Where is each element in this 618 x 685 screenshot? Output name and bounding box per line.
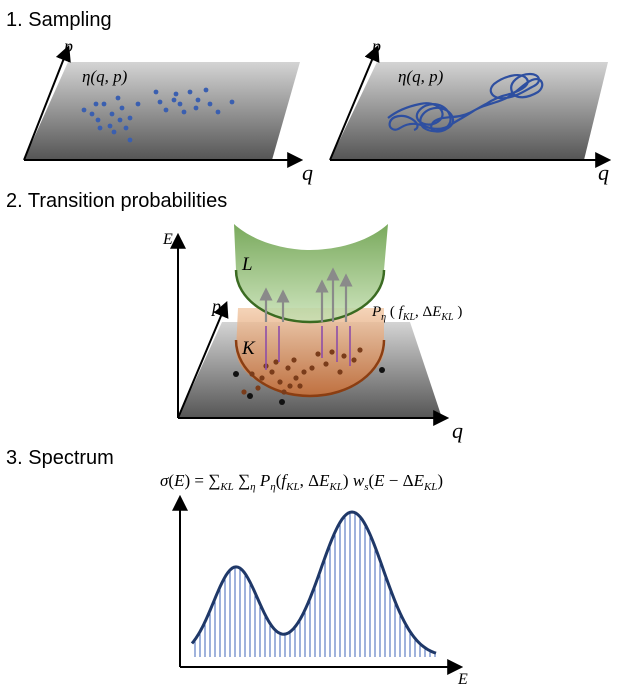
sample-point xyxy=(101,101,107,107)
spectrum-stick-lines xyxy=(194,512,436,657)
sample-point xyxy=(111,129,117,135)
sample-point xyxy=(177,101,183,107)
sample-point xyxy=(233,371,239,377)
sample-point xyxy=(153,89,159,95)
sample-point xyxy=(249,371,255,377)
p-axis xyxy=(329,45,380,161)
sample-point xyxy=(195,97,201,103)
sample-point xyxy=(301,369,307,375)
sample-point xyxy=(379,367,385,373)
transition-lines xyxy=(265,326,351,370)
sample-point xyxy=(241,389,247,395)
sample-point xyxy=(193,105,199,111)
md-trajectory xyxy=(387,72,544,133)
q-axis-label: q xyxy=(302,160,313,185)
transition-diagram: K E p q L Pη ( fK xyxy=(162,224,463,443)
upper-surface-rim xyxy=(234,269,386,324)
sample-point xyxy=(97,125,103,131)
sample-point xyxy=(93,101,99,107)
sample-point xyxy=(285,365,291,371)
sample-point xyxy=(173,91,179,97)
p-axis-label: p xyxy=(62,36,73,56)
spectrum-envelope xyxy=(190,510,437,655)
sample-point xyxy=(357,347,363,353)
section-title-sampling: 1. Sampling xyxy=(6,9,112,31)
p-axis xyxy=(23,45,71,161)
sample-point xyxy=(315,351,321,357)
sample-point xyxy=(115,95,121,101)
sample-point xyxy=(127,115,133,121)
spectrum-plot: E xyxy=(172,494,468,685)
sample-point xyxy=(119,105,125,111)
spectrum-formula: σ(E) = ∑KL ∑η Pη(fKL, ΔEKL) ws(E − ΔEKL) xyxy=(160,471,443,493)
transition-arrows xyxy=(259,267,353,322)
e-axis-label: E xyxy=(162,231,173,248)
distribution-label: η(q, p) xyxy=(82,67,128,86)
sample-point xyxy=(351,357,357,363)
q-axis-label: q xyxy=(452,418,463,443)
sample-point xyxy=(117,117,123,123)
sample-point xyxy=(255,385,261,391)
p-axis-label: p xyxy=(370,36,381,56)
sample-point xyxy=(157,99,163,105)
section-title-spectrum: 3. Spectrum xyxy=(6,447,114,469)
sample-point xyxy=(277,379,283,385)
sample-point xyxy=(287,383,293,389)
sample-point xyxy=(273,359,279,365)
sample-point xyxy=(171,97,177,103)
sample-point xyxy=(215,109,221,115)
lower-surface-rim xyxy=(234,339,386,398)
sample-point xyxy=(109,111,115,117)
sample-point xyxy=(309,365,315,371)
sample-point xyxy=(81,107,87,113)
sampled-points xyxy=(233,347,385,405)
sample-point xyxy=(207,101,213,107)
sample-point xyxy=(187,89,193,95)
sample-point xyxy=(107,123,113,129)
sample-point xyxy=(329,349,335,355)
sample-point xyxy=(291,357,297,363)
transition-probability-label: Pη ( fKL, ΔEKL ) xyxy=(371,304,462,323)
sampled-points xyxy=(81,87,235,143)
sample-point xyxy=(337,369,343,375)
upper-state-label: L xyxy=(241,254,253,275)
sample-point xyxy=(203,87,209,93)
sampling-right-panel: p q η(q, p) xyxy=(329,36,612,185)
sample-point xyxy=(247,393,253,399)
p-axis xyxy=(177,301,229,419)
phase-space-plane xyxy=(330,62,608,160)
sample-point xyxy=(323,361,329,367)
sample-point xyxy=(123,125,129,131)
p-axis-label: p xyxy=(210,296,221,316)
sample-point xyxy=(259,375,265,381)
sample-point xyxy=(269,369,275,375)
section-title-transition: 2. Transition probabilities xyxy=(6,190,227,212)
sample-point xyxy=(297,383,303,389)
lower-state-label: K xyxy=(241,338,256,359)
sampling-left-panel: p q η(q, p) xyxy=(23,36,313,185)
q-axis-label: q xyxy=(598,160,609,185)
sample-point xyxy=(163,107,169,113)
sample-point xyxy=(181,109,187,115)
sample-point xyxy=(281,389,287,395)
sample-point xyxy=(127,137,133,143)
phase-space-plane xyxy=(24,62,300,160)
sample-point xyxy=(135,101,141,107)
energy-axis-label: E xyxy=(457,671,468,685)
distribution-label: η(q, p) xyxy=(398,67,444,86)
sample-point xyxy=(293,375,299,381)
sample-point xyxy=(89,111,95,117)
sample-point xyxy=(229,99,235,105)
sample-point xyxy=(341,353,347,359)
sample-point xyxy=(279,399,285,405)
sample-point xyxy=(95,117,101,123)
